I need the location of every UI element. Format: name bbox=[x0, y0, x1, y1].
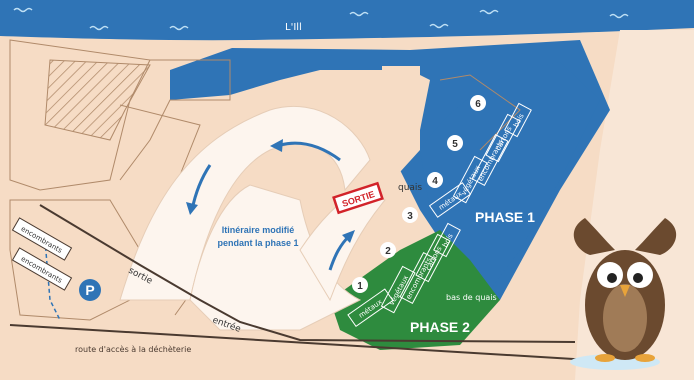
river-ill bbox=[0, 0, 694, 41]
phase1-label: PHASE 1 bbox=[475, 209, 535, 225]
access-road-label: route d'accès à la déchèterie bbox=[75, 344, 191, 354]
road-lines bbox=[9, 204, 591, 361]
itinerary-note-line1: Itinéraire modifié bbox=[222, 225, 295, 235]
parking-icon bbox=[79, 279, 101, 301]
water-waves bbox=[13, 7, 629, 31]
parking-symbol: P bbox=[85, 282, 94, 298]
bas-de-quais-label: bas de quais bbox=[446, 293, 497, 302]
bay-number-6: 6 bbox=[475, 99, 481, 110]
quais-label: quais bbox=[398, 183, 422, 193]
itinerary-path-south bbox=[189, 184, 362, 331]
bay-number-1: 1 bbox=[357, 281, 363, 292]
phase1-zone bbox=[420, 62, 600, 290]
phase2-zone bbox=[330, 230, 500, 350]
bay-number-2: 2 bbox=[385, 246, 391, 257]
arrow-heads bbox=[186, 139, 355, 243]
quay-pier bbox=[382, 66, 420, 172]
hatched-building bbox=[44, 59, 151, 141]
river-name: L'Ill bbox=[285, 22, 302, 33]
bay-number-4: 4 bbox=[432, 176, 438, 187]
phase2-label: PHASE 2 bbox=[410, 319, 470, 335]
bay-number-5: 5 bbox=[452, 139, 458, 150]
bay-numbers: 1 2 3 4 5 6 bbox=[352, 95, 486, 293]
exit-sign: SORTIE bbox=[332, 181, 384, 215]
owl-mascot-icon bbox=[570, 218, 677, 370]
itinerary-note-line2: pendant la phase 1 bbox=[217, 238, 298, 248]
bay-number-3: 3 bbox=[407, 211, 413, 222]
itinerary-path-loop bbox=[119, 105, 371, 301]
